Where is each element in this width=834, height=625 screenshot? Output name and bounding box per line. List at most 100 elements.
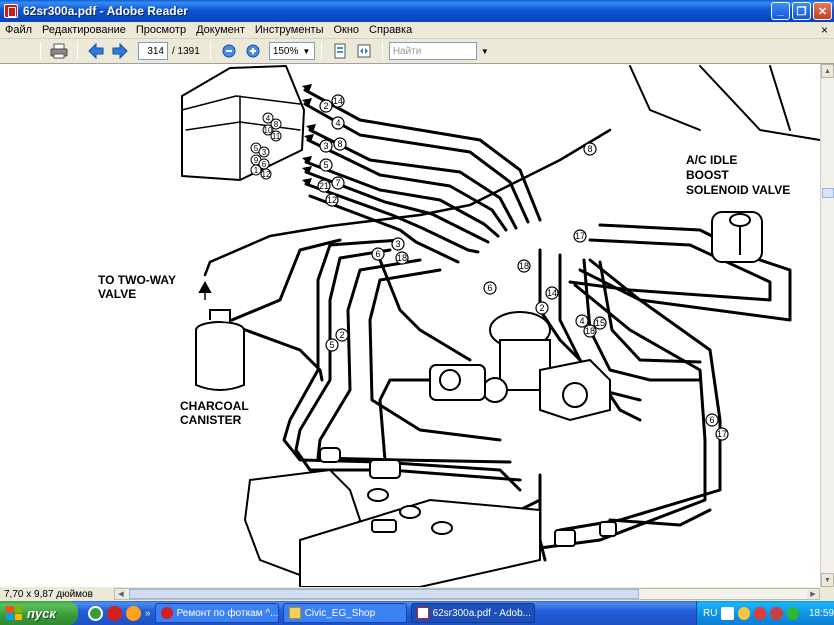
page-number-input[interactable]: 314 xyxy=(138,42,168,60)
horizontal-scroll-thumb[interactable] xyxy=(129,589,639,599)
hose-number: 8 xyxy=(337,139,342,149)
document-close-button[interactable]: × xyxy=(820,23,828,37)
network-icon[interactable] xyxy=(737,606,751,620)
restore-button[interactable]: ❐ xyxy=(792,2,811,20)
task-label: Civic_EG_Shop xyxy=(304,607,376,619)
system-tray: RU 18:59 xyxy=(696,601,834,625)
arrow-right-icon xyxy=(112,43,128,59)
hose-number: 6 xyxy=(709,415,714,425)
hose-number: 3 xyxy=(323,141,328,151)
box-number: 3 xyxy=(262,148,267,157)
pdf-icon xyxy=(416,607,429,619)
hose-number: 2 xyxy=(539,303,544,313)
utorrent-icon[interactable] xyxy=(88,605,103,621)
zoom-in-button[interactable] xyxy=(243,41,263,61)
hose-number: 5 xyxy=(329,340,334,350)
toolbar-separator xyxy=(40,42,41,60)
security-icon[interactable] xyxy=(770,606,783,620)
zoom-out-button[interactable] xyxy=(219,41,239,61)
window-title: 62sr300a.pdf - Adobe Reader xyxy=(23,4,188,18)
vertical-scroll-thumb[interactable] xyxy=(822,188,834,198)
print-button[interactable] xyxy=(49,41,69,61)
hose-number: 2 xyxy=(339,330,344,340)
hose-number: 14 xyxy=(547,288,557,298)
label-solenoid-valve: SOLENOID VALVE xyxy=(686,183,790,197)
hose-number: 7 xyxy=(335,178,340,188)
menu-window[interactable]: Окно xyxy=(333,24,360,36)
start-label: пуск xyxy=(27,605,56,621)
close-button[interactable]: ✕ xyxy=(813,2,832,20)
vertical-scrollbar[interactable]: ▲ ▼ xyxy=(820,64,834,587)
box-number: 6 xyxy=(262,160,267,169)
box-number: 10 xyxy=(264,126,273,135)
menu-help[interactable]: Справка xyxy=(369,24,413,36)
hose-number: 15 xyxy=(595,318,605,328)
scroll-down-arrow-icon[interactable]: ▼ xyxy=(821,573,834,587)
status-bar: 7,70 x 9,87 дюймов ◀ ▶ xyxy=(0,587,834,601)
quick-launch: » xyxy=(88,605,151,621)
menu-edit[interactable]: Редактирование xyxy=(42,24,126,36)
menu-tools[interactable]: Инструменты xyxy=(254,24,324,36)
menu-bar: Файл Редактирование Просмотр Документ Ин… xyxy=(0,22,834,39)
status-icon[interactable] xyxy=(786,606,799,620)
clock[interactable]: 18:59 xyxy=(808,607,834,619)
box-number: 1 xyxy=(254,166,259,175)
next-page-button[interactable] xyxy=(110,41,130,61)
fit-page-button[interactable] xyxy=(330,41,350,61)
hose-number: 3 xyxy=(395,239,400,249)
search-options-chevron-icon[interactable]: ▼ xyxy=(480,46,489,56)
box-number: 4 xyxy=(266,114,271,123)
menu-document[interactable]: Документ xyxy=(196,24,245,36)
vacuum-hose-diagram: 4 8 10 11 5 3 9 6 1 12 14 2 4 3 xyxy=(98,65,820,587)
arrow-left-icon xyxy=(88,43,104,59)
minimize-button[interactable]: _ xyxy=(771,2,790,20)
task-adobe-reader[interactable]: 62sr300a.pdf - Adob... xyxy=(410,603,535,623)
scroll-left-arrow-icon[interactable]: ◀ xyxy=(115,589,127,599)
menu-view[interactable]: Просмотр xyxy=(135,24,187,36)
hose-number: 8 xyxy=(587,144,592,154)
taskbar: пуск » Ремонт по фоткам ^... Civic_EG_Sh… xyxy=(0,601,834,625)
opera-icon[interactable] xyxy=(107,605,122,621)
fit-width-icon xyxy=(357,44,371,58)
language-indicator[interactable]: RU xyxy=(703,607,718,619)
label-to-two-way: TO TWO-WAY xyxy=(98,273,176,287)
hose-number: 6 xyxy=(375,249,380,259)
horizontal-scrollbar[interactable]: ◀ ▶ xyxy=(114,588,820,600)
previous-page-button[interactable] xyxy=(86,41,106,61)
toolbar-separator xyxy=(381,42,383,60)
task-folder[interactable]: Civic_EG_Shop xyxy=(282,603,407,623)
app-launcher-icon[interactable] xyxy=(126,605,141,621)
help-icon[interactable] xyxy=(721,606,734,620)
start-button[interactable]: пуск xyxy=(0,601,78,625)
antivirus-icon[interactable] xyxy=(754,606,767,620)
task-label: Ремонт по фоткам ^... xyxy=(176,607,279,619)
fit-page-icon xyxy=(334,43,346,59)
quick-launch-more-icon[interactable]: » xyxy=(145,607,151,619)
document-viewport[interactable]: 4 8 10 11 5 3 9 6 1 12 14 2 4 3 xyxy=(0,64,820,587)
zoom-select[interactable]: 150% ▼ xyxy=(268,42,315,60)
hose-number: 18 xyxy=(397,253,407,263)
menu-file[interactable]: Файл xyxy=(5,24,33,36)
hose-number: 6 xyxy=(487,283,492,293)
search-placeholder: Найти xyxy=(392,45,422,57)
task-opera[interactable]: Ремонт по фоткам ^... xyxy=(154,603,279,623)
scroll-right-arrow-icon[interactable]: ▶ xyxy=(807,589,819,599)
folder-icon xyxy=(288,607,301,619)
hose-number: 18 xyxy=(519,261,529,271)
label-canister: CANISTER xyxy=(180,413,242,427)
hose-number: 18 xyxy=(585,326,595,336)
box-number: 9 xyxy=(254,156,259,165)
page-total: / 1391 xyxy=(172,45,200,57)
hose-number: 14 xyxy=(333,96,343,106)
search-input[interactable]: Найти xyxy=(388,42,477,60)
page-size-label: 7,70 x 9,87 дюймов xyxy=(4,588,93,600)
task-label: 62sr300a.pdf - Adob... xyxy=(432,607,531,619)
fit-width-button[interactable] xyxy=(354,41,374,61)
hose-number: 21 xyxy=(319,181,329,191)
title-bar: 62sr300a.pdf - Adobe Reader _ ❐ ✕ xyxy=(0,0,834,22)
scroll-up-arrow-icon[interactable]: ▲ xyxy=(821,64,834,78)
box-number: 12 xyxy=(262,170,271,179)
hose-number: 4 xyxy=(579,316,584,326)
toolbar: 314 / 1391 150% ▼ Найти ▼ xyxy=(0,39,834,64)
label-boost: BOOST xyxy=(686,168,729,182)
